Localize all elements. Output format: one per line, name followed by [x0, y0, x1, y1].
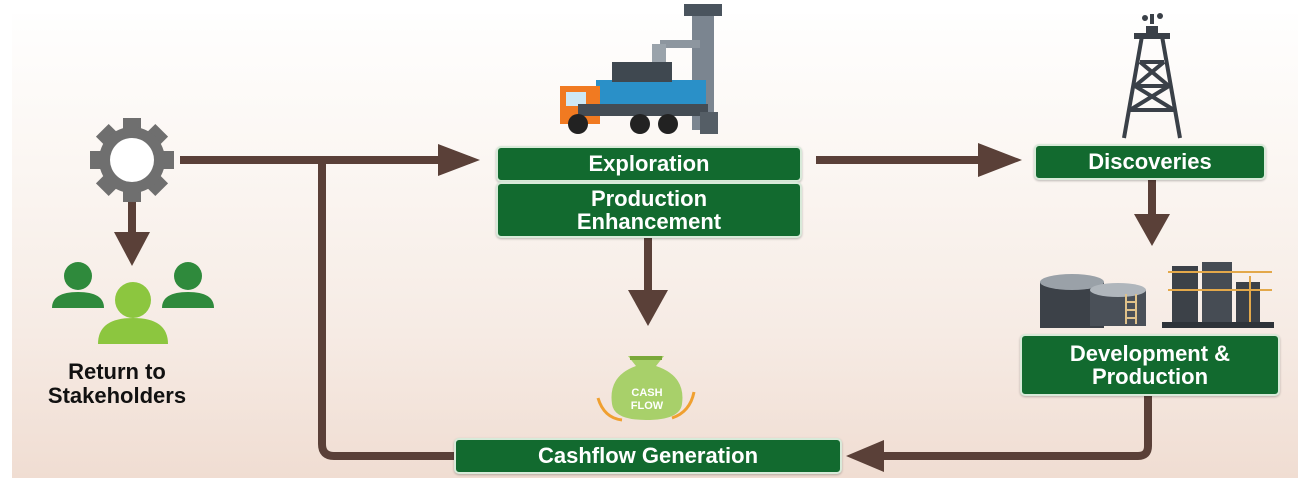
return-to-stakeholders-line-1: Return to [68, 359, 166, 384]
discoveries-label: Discoveries [1088, 149, 1212, 175]
top-frame-border [0, 0, 1298, 14]
production-enhancement-line-1: Production [590, 185, 708, 211]
drilling-truck-icon [560, 4, 722, 134]
refinery-icon [1162, 262, 1274, 328]
storage-tanks-icon [1040, 274, 1146, 328]
arrow-dev-to-cashflow [880, 394, 1152, 460]
people-icon [52, 262, 214, 344]
exploration-label: Exploration [588, 151, 710, 177]
return-to-stakeholders-line-2: Stakeholders [47, 383, 187, 409]
development-production-box: Development & Production [1020, 334, 1280, 396]
oil-derrick-icon [1122, 13, 1182, 139]
cashflow-generation-box: Cashflow Generation [454, 438, 842, 474]
return-to-stakeholders-label: Return to Stakeholders [14, 359, 220, 409]
loop-back-line [318, 160, 454, 460]
left-frame-border [0, 0, 12, 478]
exploration-box: Exploration [496, 146, 802, 182]
arrow-head-cashflow [846, 440, 884, 472]
development-production-line-2: Production [1091, 364, 1209, 389]
production-enhancement-line-2: Enhancement [576, 209, 722, 234]
money-bag-label-1: CASH [631, 387, 662, 399]
arrow-head-exploration [438, 144, 480, 176]
arrow-head-people [114, 232, 150, 266]
development-production-line-1: Development & [1069, 340, 1231, 366]
gear-icon [90, 118, 174, 202]
money-bag-icon: CASH FLOW [596, 356, 696, 422]
discoveries-box: Discoveries [1034, 144, 1266, 180]
arrow-head-cash [628, 290, 668, 326]
production-enhancement-box: Production Enhancement [496, 182, 802, 238]
connector-arrows [114, 143, 1170, 472]
money-bag-label-2: FLOW [631, 400, 664, 412]
cashflow-generation-label: Cashflow Generation [537, 443, 759, 469]
arrow-head-down-right [1134, 214, 1170, 246]
arrow-head-discoveries [978, 143, 1022, 177]
